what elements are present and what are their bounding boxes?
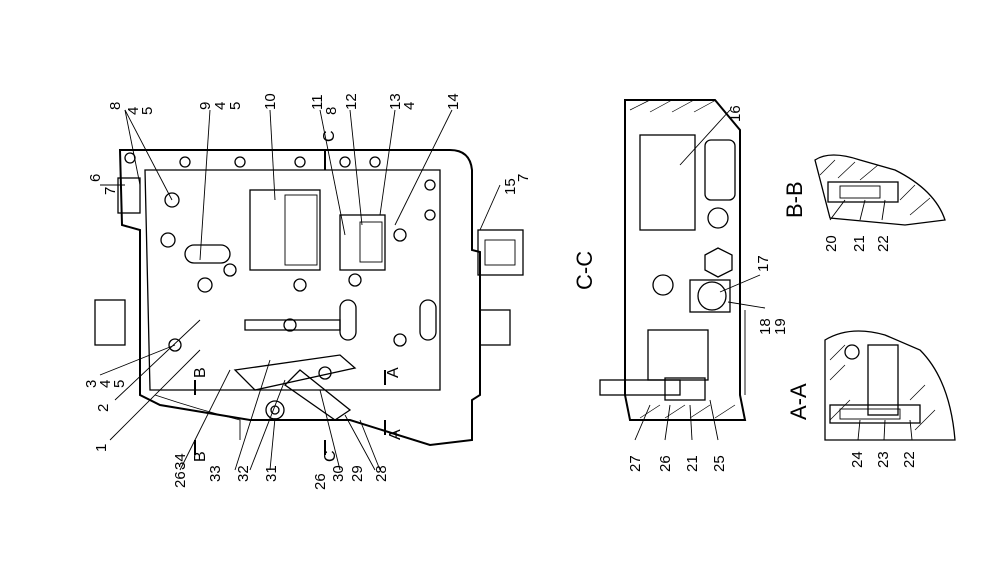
callout-22a: 22 — [875, 235, 892, 252]
callout-34: 34 — [172, 453, 189, 470]
section-bb-view — [814, 154, 946, 226]
callout-5a: 5 — [111, 380, 128, 388]
callout-32: 32 — [235, 465, 252, 482]
marker-c-top: C — [321, 130, 338, 142]
callout-26b: 26 — [312, 473, 329, 490]
callout-14: 14 — [445, 93, 462, 110]
callout-21a: 21 — [684, 455, 701, 472]
callout-9: 9 — [197, 102, 214, 110]
marker-a-lower: A — [387, 429, 404, 440]
bb-callouts: 20 21 22 — [823, 235, 892, 252]
callout-11: 11 — [309, 94, 326, 110]
section-cc-view — [599, 99, 766, 441]
callout-4a: 4 — [97, 380, 114, 388]
callout-33: 33 — [207, 465, 224, 482]
callout-15: 15 — [502, 178, 519, 195]
callout-30: 30 — [330, 465, 347, 482]
callout-7a: 7 — [102, 187, 119, 195]
callout-4b: 4 — [125, 107, 142, 115]
callout-18: 18 — [757, 318, 774, 335]
callout-2: 2 — [95, 404, 112, 412]
section-label-cc: C-C — [572, 251, 597, 290]
callout-4c: 4 — [212, 102, 229, 110]
callout-6: 6 — [87, 174, 104, 182]
callout-8a: 8 — [107, 102, 124, 110]
cc-callouts: 16 17 18 19 27 26 21 25 — [627, 105, 789, 472]
callout-1: 1 — [93, 444, 110, 452]
section-markers: C B B C A A — [192, 130, 404, 462]
aa-hatching — [829, 344, 936, 431]
bolt-heads — [124, 152, 436, 420]
callout-3: 3 — [83, 380, 100, 388]
callout-28: 28 — [373, 465, 390, 482]
callout-5c: 5 — [227, 102, 244, 110]
section-label-bb: B-B — [782, 181, 807, 218]
cc-hatching — [629, 99, 736, 419]
callout-7b: 7 — [515, 174, 532, 182]
callout-29: 29 — [349, 465, 366, 482]
callout-27: 27 — [627, 455, 644, 472]
marker-b-upper: B — [192, 367, 209, 378]
callout-16-label: 16 — [727, 105, 744, 122]
callout-17: 17 — [755, 255, 772, 272]
callout-5b: 5 — [139, 107, 156, 115]
main-view — [94, 149, 524, 447]
leader-lines — [99, 109, 501, 471]
callout-31: 31 — [263, 465, 280, 482]
section-label-aa: A-A — [786, 383, 811, 420]
section-aa-view — [824, 330, 956, 441]
callout-8b: 8 — [323, 107, 340, 115]
callout-20: 20 — [823, 235, 840, 252]
callout-23: 23 — [875, 451, 892, 468]
aa-callouts: 24 23 22 — [849, 451, 918, 468]
callout-4d: 4 — [401, 102, 418, 110]
callout-26c: 26 — [657, 455, 674, 472]
callout-26a: 26 — [172, 471, 189, 488]
callout-25: 25 — [711, 455, 728, 472]
callout-13: 13 — [387, 93, 404, 110]
callout-22b: 22 — [901, 451, 918, 468]
marker-c-bottom: C — [322, 450, 339, 462]
bb-hatching — [819, 159, 931, 216]
marker-a-upper: A — [385, 367, 402, 378]
callout-21b: 21 — [851, 235, 868, 252]
callout-24: 24 — [849, 451, 866, 468]
main-callouts: 1 2 3 4 5 6 7 8 4 5 9 4 5 10 11 8 12 13 … — [83, 93, 532, 490]
callout-19: 19 — [772, 318, 789, 335]
marker-b-lower: B — [192, 451, 209, 462]
callout-12: 12 — [343, 93, 360, 110]
callout-10: 10 — [262, 93, 279, 110]
